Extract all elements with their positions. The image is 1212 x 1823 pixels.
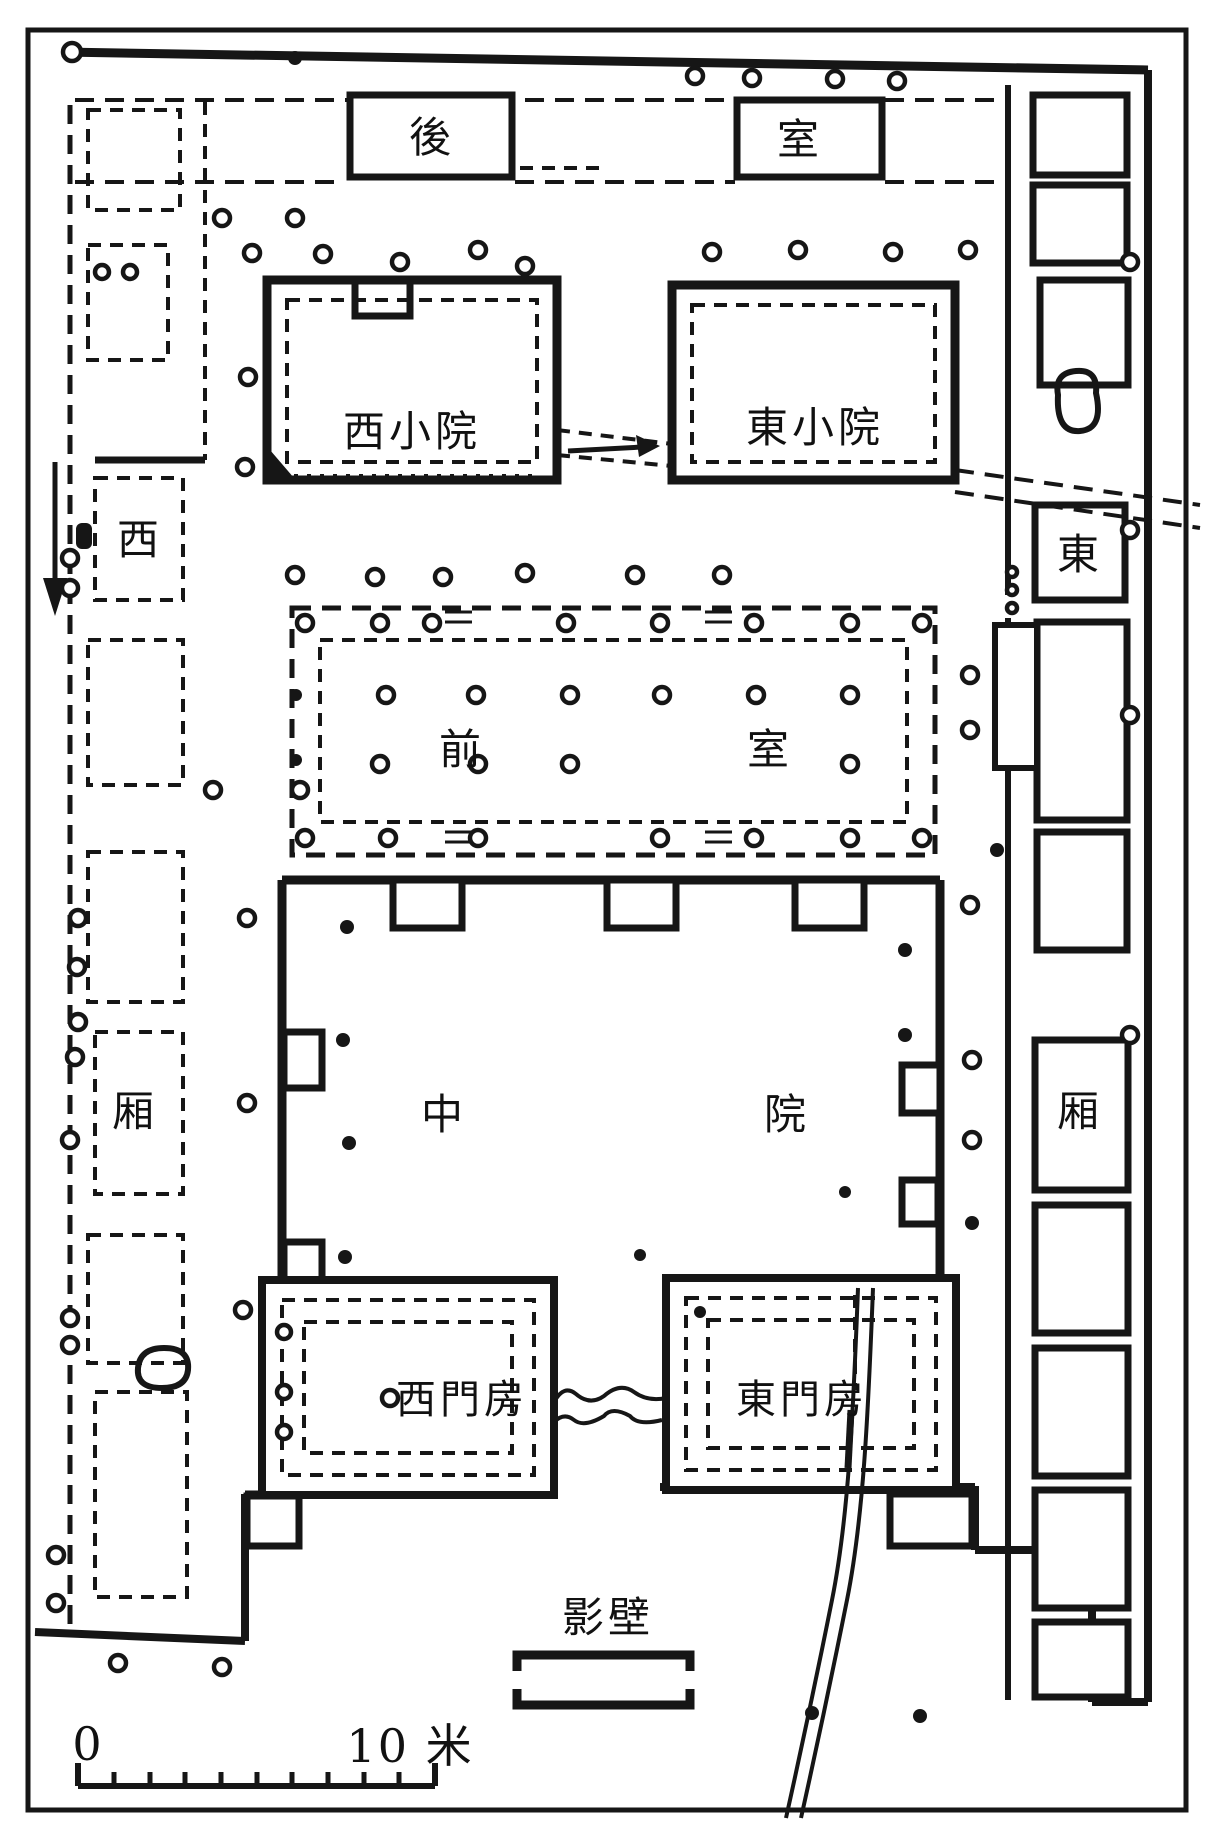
- east-small-courtyard: [667, 280, 960, 485]
- scale-start-label: 0: [72, 1717, 104, 1771]
- west-small-courtyard: [262, 275, 562, 485]
- east-wing-rooms: [992, 85, 1132, 1701]
- label-front: 前: [438, 725, 486, 774]
- label-east: 東: [1056, 530, 1104, 579]
- label-west-gatehouse: 西門房: [396, 1377, 528, 1423]
- label-east-wing: 厢: [1056, 1087, 1104, 1136]
- scale-bar: [75, 1763, 438, 1789]
- scale-end-label: 10 米: [346, 1719, 474, 1773]
- label-west: 西: [116, 515, 164, 564]
- column-dots: [290, 689, 1004, 1723]
- label-west-wing: 厢: [111, 1087, 159, 1136]
- label-east-small-courtyard: 東小院: [745, 403, 885, 452]
- courtyard-passage: [556, 428, 673, 468]
- compound-walls: [34, 40, 1152, 1706]
- column-circles: [45, 207, 1141, 1678]
- rear-hall: [75, 65, 1005, 460]
- west-wing-rooms: [76, 108, 205, 1599]
- label-courtyard: 院: [763, 1090, 811, 1139]
- label-screen-wall: 影壁: [561, 1593, 655, 1642]
- screen-wall-shape: [508, 1650, 698, 1710]
- label-west-small-courtyard: 西小院: [342, 407, 482, 456]
- label-rear-left: 後: [408, 113, 456, 162]
- label-east-gatehouse: 東門房: [736, 1377, 868, 1423]
- entry-road: [784, 1287, 875, 1819]
- label-rear-right: 室: [776, 115, 824, 164]
- gatehouses: [258, 1274, 960, 1499]
- label-middle: 中: [420, 1090, 468, 1139]
- figure-frame: [25, 27, 1189, 1813]
- east-exit-path: [954, 468, 1201, 530]
- middle-courtyard: [277, 875, 945, 1356]
- label-front-right: 室: [746, 725, 794, 774]
- front-hall: [289, 605, 938, 858]
